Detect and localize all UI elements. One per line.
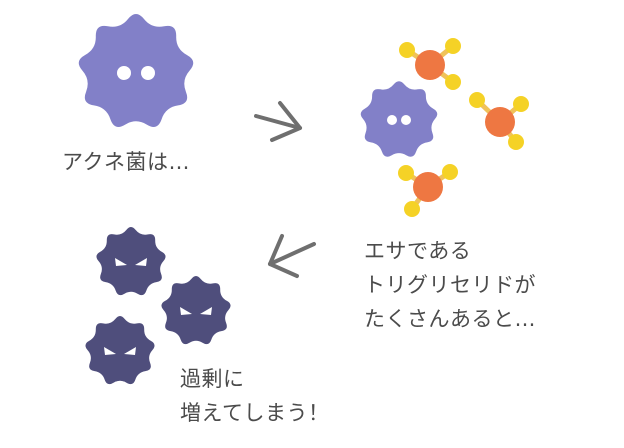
molecule-atom <box>513 96 529 112</box>
molecule-atom <box>442 164 458 180</box>
triglyceride-molecule-icon <box>398 164 458 217</box>
angry-bacterium-icon <box>161 276 231 345</box>
angry-eye-left <box>115 258 127 266</box>
food-label-line: エサである <box>364 239 472 263</box>
angry-bacterium-icon <box>85 316 155 385</box>
angry-bacterium-icon <box>96 227 166 296</box>
molecule-atom <box>404 201 420 217</box>
molecule-core <box>413 172 443 202</box>
molecule-atom <box>445 38 461 54</box>
bacterium-body <box>96 227 166 296</box>
angry-eye-right <box>135 258 147 266</box>
arrow-right-icon <box>254 101 302 142</box>
arrow-left-icon <box>268 234 316 278</box>
triglyceride-molecule-icon <box>469 92 529 150</box>
result-label-line: 過剰に <box>180 367 245 391</box>
bacterium-eye-left <box>117 66 131 80</box>
bacterium-eye-left <box>387 115 397 125</box>
food-label-line: たくさんあると… <box>364 307 536 331</box>
bacterium-body <box>360 81 438 157</box>
food-label: エサである トリグリセリドが たくさんあると… <box>364 234 536 336</box>
molecule-atom <box>469 92 485 108</box>
molecule-atom <box>398 165 414 181</box>
angry-eye-right <box>124 347 136 355</box>
food-label-line: トリグリセリドが <box>364 273 536 297</box>
result-label-line: 増えてしまう！ <box>180 401 330 425</box>
molecule-atom <box>508 134 524 150</box>
acne-label: アクネ菌は… <box>62 150 190 174</box>
bacterium-body <box>85 316 155 385</box>
result-label: 過剰に 増えてしまう！ <box>180 362 329 430</box>
molecule-atom <box>445 74 461 90</box>
molecule-atom <box>399 42 415 58</box>
bacterium-body <box>78 13 194 127</box>
angry-eye-left <box>180 307 192 315</box>
molecule-core <box>485 107 515 137</box>
acne-bacterium-icon <box>78 13 194 127</box>
bacterium-eye-right <box>141 66 155 80</box>
feeding-bacterium-icon <box>360 81 438 157</box>
angry-eye-right <box>200 307 212 315</box>
bacterium-body <box>161 276 231 345</box>
triglyceride-molecule-icon <box>399 38 461 90</box>
angry-eye-left <box>104 347 116 355</box>
bacterium-eye-right <box>401 115 411 125</box>
molecule-core <box>415 50 445 80</box>
